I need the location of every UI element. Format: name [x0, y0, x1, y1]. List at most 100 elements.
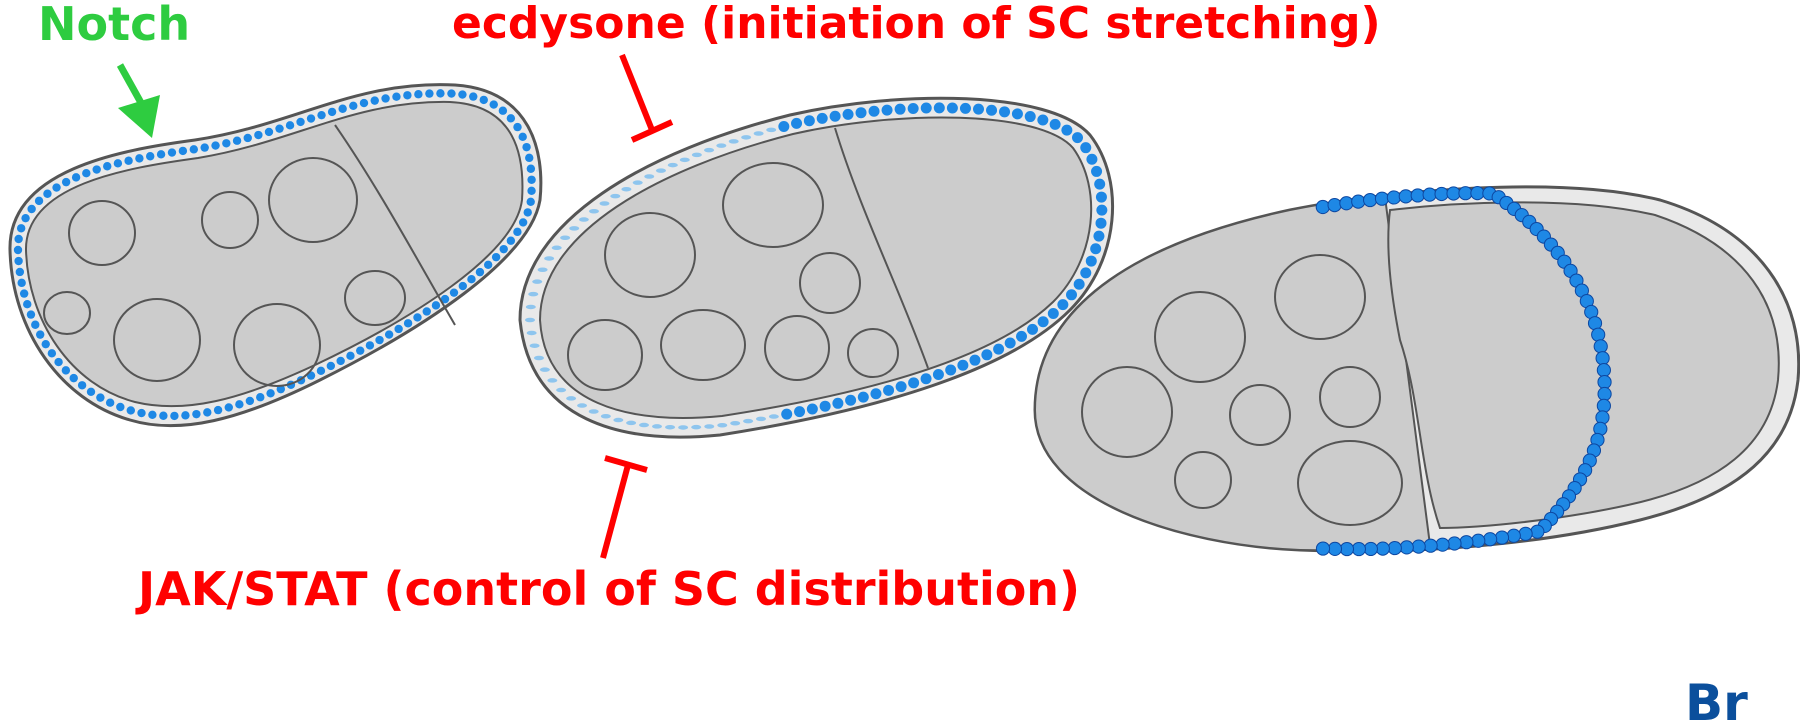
follicle-nucleus — [403, 319, 413, 328]
follicle-nucleus — [525, 317, 535, 323]
follicle-nucleus — [1399, 540, 1414, 555]
follicle-nucleus — [791, 117, 803, 129]
follicle-nucleus — [523, 208, 532, 217]
follicle-nucleus — [365, 341, 375, 350]
panel-label: Br — [1685, 674, 1748, 725]
follicle-nucleus — [1375, 541, 1390, 556]
follicle-nucleus — [883, 384, 895, 396]
ecdysone-inhibition-icon — [619, 53, 674, 143]
follicle-nucleus — [124, 156, 133, 165]
follicle-nucleus — [626, 420, 637, 426]
follicle-nucleus — [285, 121, 295, 130]
follicle-nucleus — [1595, 410, 1610, 425]
follicle-nucleus — [1597, 386, 1612, 402]
follicle-nucleus — [431, 301, 441, 310]
follicle-nucleus — [467, 275, 476, 284]
follicle-nucleus — [449, 288, 459, 297]
follicle-nucleus — [655, 168, 666, 173]
follicle-nucleus — [1374, 191, 1390, 206]
follicle-nucleus — [192, 409, 201, 419]
follicle-nucleus — [857, 391, 869, 403]
follicle-nucleus — [203, 408, 212, 417]
follicle-nucleus — [1327, 541, 1343, 556]
follicle-nucleus — [610, 193, 621, 199]
follicle-nucleus — [113, 159, 123, 168]
follicle-nucleus — [1315, 199, 1330, 215]
follicle-nucleus — [479, 95, 488, 105]
follicle-nucleus — [522, 142, 531, 152]
follicle-nucleus — [17, 278, 26, 288]
follicle-nucleus — [483, 260, 493, 269]
follicle-nucleus — [1595, 351, 1610, 366]
follicle-nucleus — [275, 124, 284, 133]
follicle-nucleus — [945, 364, 957, 376]
ecdysone-label: ecdysone (initiation of SC stretching) — [452, 0, 1381, 49]
follicle-nucleus — [1073, 278, 1085, 290]
follicle-nucleus — [1080, 267, 1092, 279]
follicle-nucleus — [566, 396, 577, 401]
follicle-nucleus — [489, 100, 498, 109]
follicle-nucleus — [1351, 194, 1366, 209]
follicle-nucleus — [578, 217, 589, 222]
follicle-nucleus — [781, 408, 793, 420]
follicle-nucleus — [232, 136, 242, 145]
follicle-nucleus — [704, 424, 715, 429]
follicle-nucleus — [525, 153, 534, 163]
follicle-nucleus — [577, 403, 588, 408]
follicle-nucleus — [506, 236, 516, 245]
follicle-nucleus — [1447, 536, 1462, 551]
follicle-nucleus — [1049, 118, 1061, 130]
follicle-nucleus — [986, 104, 998, 116]
follicle-nucleus — [1327, 197, 1342, 213]
follicle-nucleus — [743, 418, 754, 424]
follicle-nucleus — [1470, 186, 1485, 201]
follicle-nucleus — [116, 402, 125, 412]
nurse-cell-nuclei-1 — [43, 157, 406, 387]
follicle-nucleus — [529, 343, 540, 348]
follicle-nucleus — [621, 186, 632, 192]
follicle-nucleus — [235, 400, 244, 409]
follicle-nucleus — [458, 90, 467, 99]
follicle-nucleus — [819, 400, 831, 412]
follicle-nucleus — [644, 174, 655, 179]
follicle-nucleus — [525, 304, 536, 310]
follicle-nucleus — [475, 267, 485, 277]
follicle-nucleus — [1339, 541, 1355, 557]
follicle-nucleus — [1387, 540, 1402, 556]
follicle-nucleus — [933, 102, 945, 114]
follicle-nucleus — [528, 291, 539, 297]
follicle-nucleus — [326, 361, 336, 371]
follicle-nucleus — [1597, 374, 1612, 390]
follicle-nucleus — [370, 96, 379, 105]
follicle-nucleus — [1422, 187, 1437, 202]
follicle-nuclei-1 — [13, 89, 536, 421]
follicle-nucleus — [639, 422, 650, 428]
follicle-nucleus — [499, 244, 508, 254]
oocyte-boundary-2 — [834, 127, 929, 369]
follicle-nucleus — [34, 196, 44, 206]
follicle-nucleus — [855, 107, 867, 119]
follicle-nucleus — [135, 154, 144, 163]
follicle-nucleus — [1435, 537, 1450, 552]
follicle-nucleus — [61, 366, 71, 375]
follicle-nucleus — [1351, 541, 1366, 557]
follicle-nucleus — [678, 425, 689, 430]
follicle-nucleus — [691, 152, 702, 158]
follicle-nucleus — [803, 115, 815, 127]
follicle-nucleus — [346, 351, 355, 361]
follicle-nucleus — [349, 101, 358, 110]
follicle-nucleus — [317, 110, 326, 120]
follicle-nucleus — [245, 396, 255, 406]
follicle-nucleus — [794, 406, 806, 418]
follicle-nucleus — [458, 281, 468, 291]
follicle-nucleus — [600, 414, 611, 419]
follicle-nucleus — [137, 408, 146, 418]
follicle-nucleus — [316, 366, 326, 376]
follicle-nucleus — [264, 127, 274, 137]
follicle-nucleus — [753, 131, 764, 136]
follicle-nucleus — [338, 104, 347, 113]
follicle-nucleus — [1411, 539, 1426, 554]
follicle-nucleus — [1591, 327, 1606, 342]
follicle-nucleus — [189, 145, 199, 154]
